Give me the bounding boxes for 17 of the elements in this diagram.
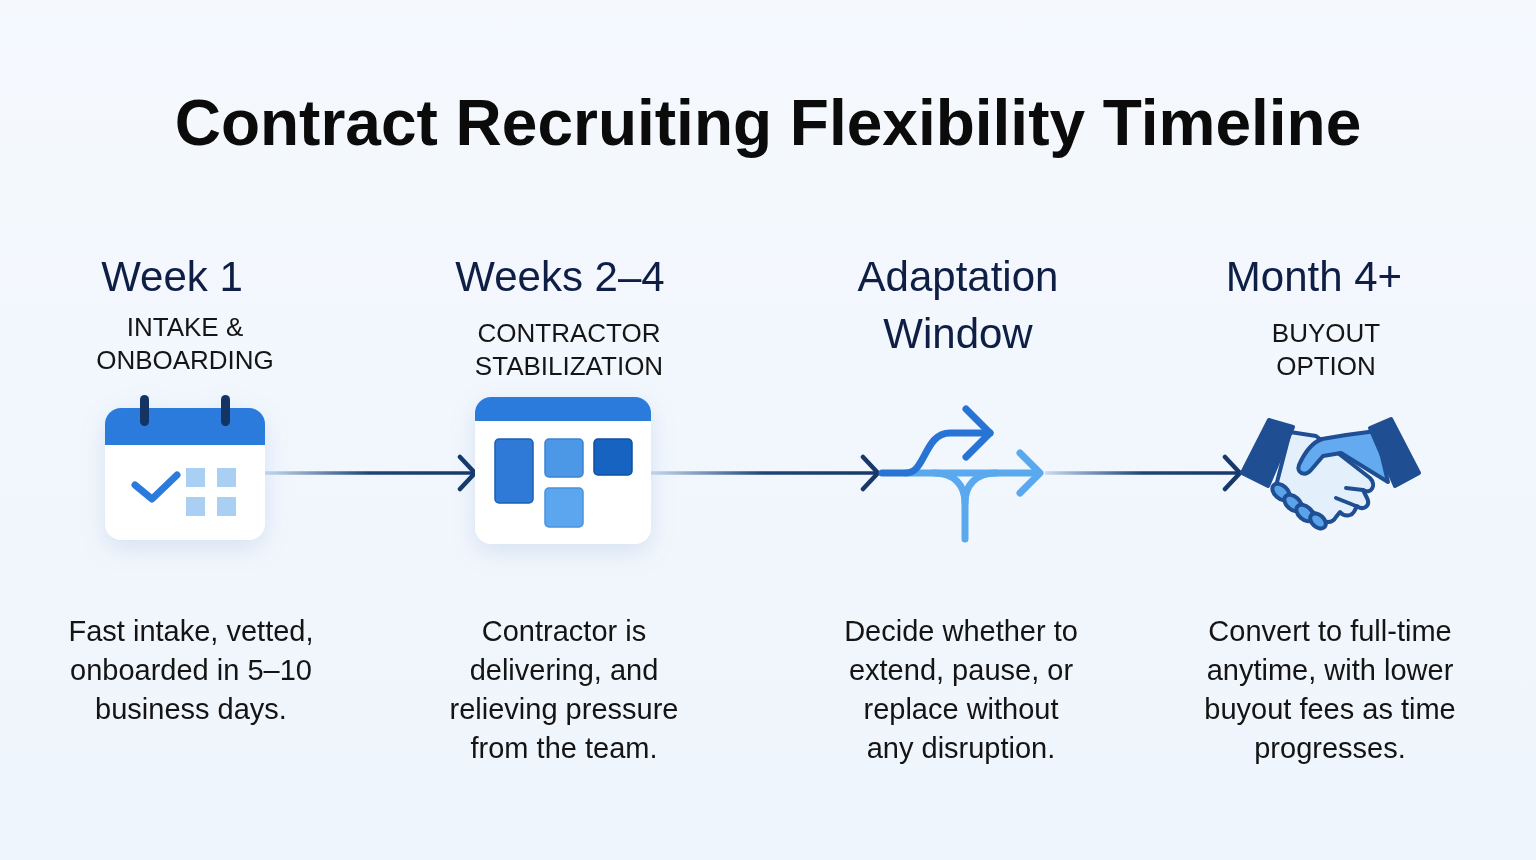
arrow xyxy=(651,454,881,492)
split-arrows-icon xyxy=(878,403,1045,543)
diagram-title: Contract Recruiting Flexibility Timeline xyxy=(173,86,1363,161)
stage-description: Decide whether to extend, pause, or replace without any disruption. xyxy=(843,614,1079,766)
stage-heading: Weeks 2–4 xyxy=(454,252,666,302)
stage-heading: Week 1 xyxy=(100,252,244,302)
dashboard-icon xyxy=(475,397,651,544)
stage-subtitle: BUYOUT OPTION xyxy=(1270,317,1382,383)
calendar-icon xyxy=(105,395,265,541)
arrow xyxy=(1045,454,1243,492)
stage-heading: Month 4+ xyxy=(1224,252,1404,302)
stage-subtitle: INTAKE & ONBOARDING xyxy=(95,311,275,377)
stage-description: Contractor is delivering, and relieving pressure from the team. xyxy=(448,614,680,766)
stage-description: Fast intake, vetted, onboarded in 5–10 business days. xyxy=(67,614,315,727)
stage-subtitle: CONTRACTOR STABILIZATION xyxy=(473,317,665,383)
stage-heading: Adaptation Window xyxy=(856,252,1060,359)
stage-description: Convert to full-time anytime, with lower buyout fees as time progresses. xyxy=(1203,614,1457,766)
